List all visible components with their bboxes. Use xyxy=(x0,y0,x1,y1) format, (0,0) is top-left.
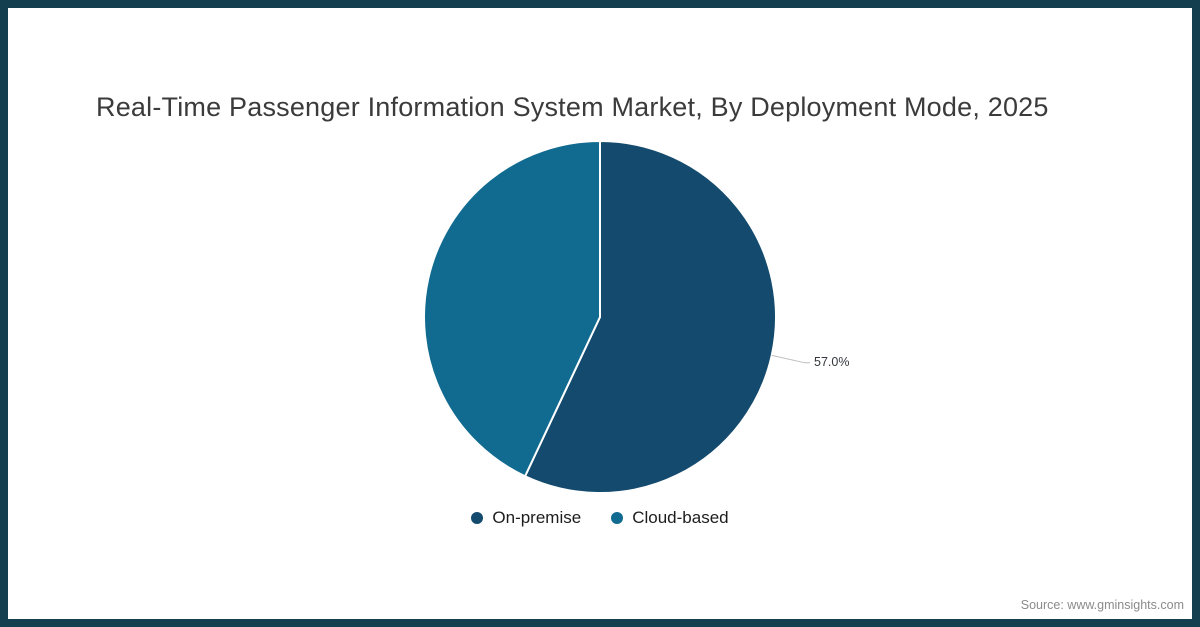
data-label-leader-line xyxy=(771,354,810,364)
legend-dot-icon xyxy=(471,512,484,524)
legend-item-on-premise: On-premise xyxy=(471,508,581,528)
legend-label: Cloud-based xyxy=(632,508,729,527)
legend-label: On-premise xyxy=(492,508,582,527)
chart-title: Real-Time Passenger Information System M… xyxy=(96,92,1049,122)
chart-legend: On-premise Cloud-based xyxy=(0,508,1200,528)
legend-item-cloud-based: Cloud-based xyxy=(611,508,729,528)
source-attribution: Source: www.gminsights.com xyxy=(1020,598,1184,612)
legend-dot-icon xyxy=(611,512,624,524)
pie-slice-on-premise xyxy=(524,140,777,494)
pie-data-label: 57.0% xyxy=(814,355,850,369)
pie-slice-cloud-based xyxy=(423,140,601,478)
